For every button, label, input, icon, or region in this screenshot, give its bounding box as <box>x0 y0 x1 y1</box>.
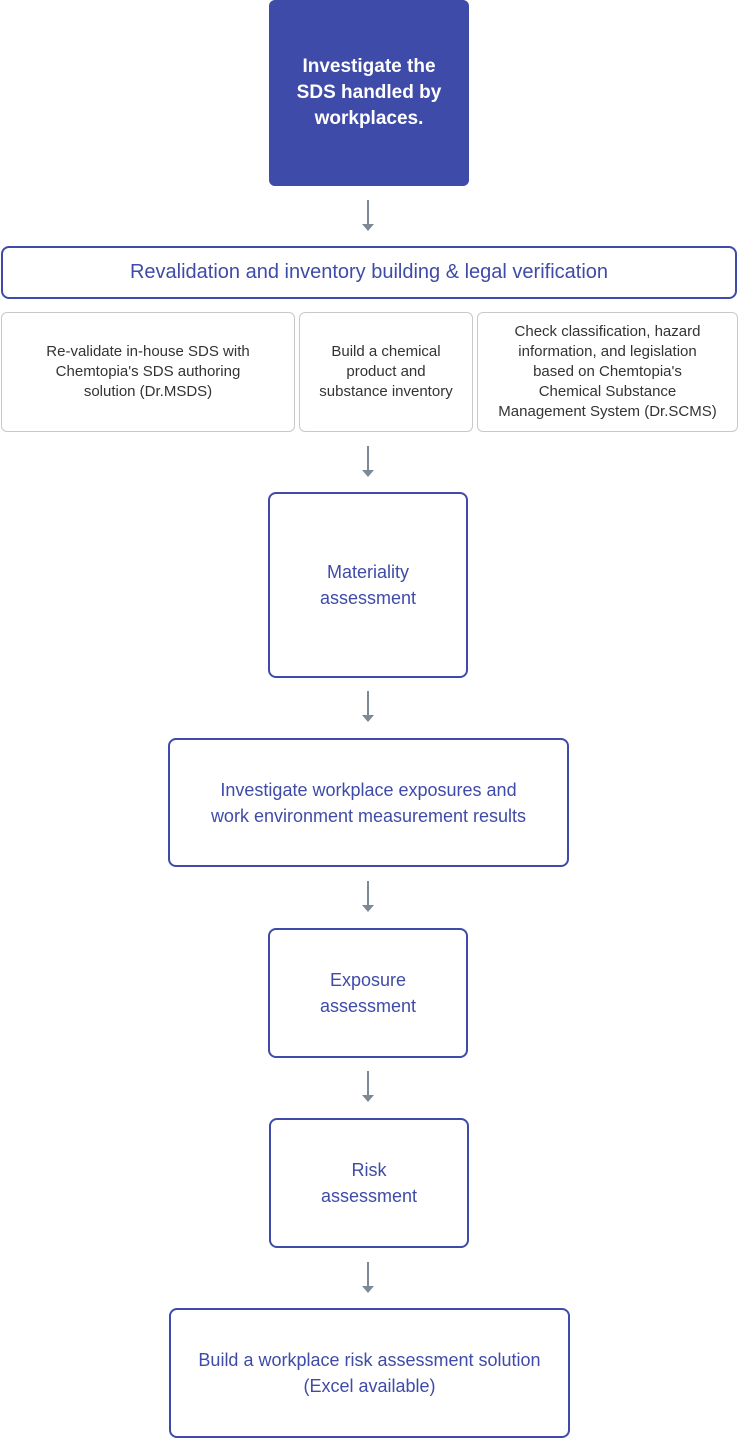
step-risk-assessment-label: Risk assessment <box>320 1160 418 1206</box>
step-build-solution-label: Build a workplace risk assessment soluti… <box>198 1350 541 1396</box>
step-build-solution: Build a workplace risk assessment soluti… <box>169 1308 570 1438</box>
step-exposure-assessment: Exposure assessment <box>268 928 468 1058</box>
arrow-down-icon <box>362 200 374 234</box>
sub-item-check-classification: Check classification, hazard information… <box>477 312 738 432</box>
sub-item-label: Check classification, hazard information… <box>498 323 717 420</box>
sub-item-build-inventory: Build a chemical product and substance i… <box>299 312 473 432</box>
step-materiality-label: Materiality assessment <box>319 562 417 608</box>
arrow-down-icon <box>362 1262 374 1296</box>
step-investigate-sds-label: Investigate the SDS handled by workplace… <box>296 56 442 129</box>
sub-item-label: Re-validate in-house SDS with Chemtopia'… <box>46 343 250 400</box>
sub-item-label: Build a chemical product and substance i… <box>319 343 453 400</box>
step-investigate-sds: Investigate the SDS handled by workplace… <box>269 0 469 186</box>
arrow-down-icon <box>362 881 374 915</box>
step-workplace-exposures-label: Investigate workplace exposures and work… <box>210 779 527 826</box>
arrow-down-icon <box>362 691 374 725</box>
step-revalidation-label: Revalidation and inventory building & le… <box>129 261 609 283</box>
arrow-down-icon <box>362 446 374 480</box>
step-materiality: Materiality assessment <box>268 492 468 678</box>
arrow-down-icon <box>362 1071 374 1105</box>
step-risk-assessment: Risk assessment <box>269 1118 469 1248</box>
step-exposure-assessment-label: Exposure assessment <box>319 970 417 1016</box>
step-workplace-exposures: Investigate workplace exposures and work… <box>168 738 569 867</box>
step-revalidation-banner: Revalidation and inventory building & le… <box>1 246 737 299</box>
sub-item-revalidate-sds: Re-validate in-house SDS with Chemtopia'… <box>1 312 295 432</box>
